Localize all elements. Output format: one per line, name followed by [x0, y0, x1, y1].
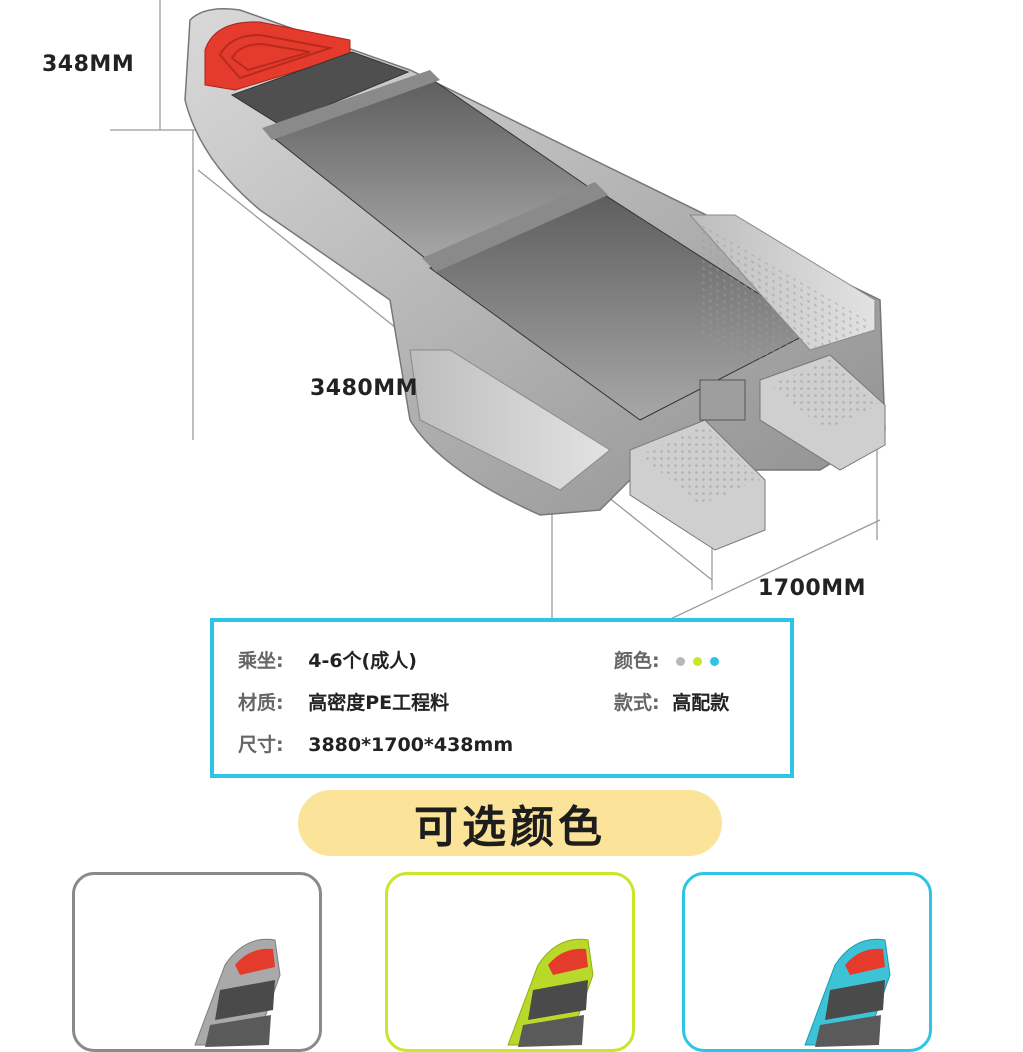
spec-style-value: 高配款 [672, 692, 730, 714]
spec-style: 款式: 高配款 [614, 688, 729, 715]
boat-preview-icon [507, 938, 594, 1047]
spec-material: 材质: 高密度PE工程料 [238, 688, 449, 715]
spec-size-label: 尺寸: [238, 734, 284, 756]
color-dot-2 [710, 657, 720, 666]
spec-style-label: 款式: [614, 692, 660, 714]
color-dot-1 [693, 657, 703, 666]
spec-seating-label: 乘坐: [238, 650, 284, 672]
color-option-gray[interactable] [72, 872, 322, 1052]
length-dimension-label: 3480MM [310, 376, 419, 401]
color-dot-0 [676, 657, 686, 666]
spec-color-label: 颜色: [614, 650, 660, 672]
boat-hull [184, 8, 886, 551]
available-colors-heading: 可选颜色 [298, 790, 722, 856]
available-colors-title: 可选颜色 [414, 802, 606, 853]
spec-seating-value: 4-6个(成人) [308, 650, 417, 672]
front-compartment [230, 51, 410, 126]
spec-size: 尺寸: 3880*1700*438mm [238, 730, 513, 757]
spec-size-value: 3880*1700*438mm [308, 734, 514, 756]
left-side-deck [409, 349, 611, 491]
height-dimension-label: 348MM [42, 52, 135, 77]
spec-material-label: 材质: [238, 692, 284, 714]
boat-preview-icon [804, 938, 891, 1047]
boat-preview-icon [194, 938, 281, 1047]
spec-seating: 乘坐: 4-6个(成人) [238, 646, 417, 673]
color-option-cyan[interactable] [682, 872, 932, 1052]
width-dimension-label: 1700MM [758, 576, 867, 601]
color-option-lime[interactable] [385, 872, 635, 1052]
boat-illustration [110, 0, 886, 620]
spec-material-value: 高密度PE工程料 [308, 692, 450, 714]
spec-color: 颜色: [614, 646, 720, 673]
color-dots [668, 650, 720, 672]
spec-panel: 乘坐: 4-6个(成人) 材质: 高密度PE工程料 尺寸: 3880*1700*… [210, 618, 794, 778]
